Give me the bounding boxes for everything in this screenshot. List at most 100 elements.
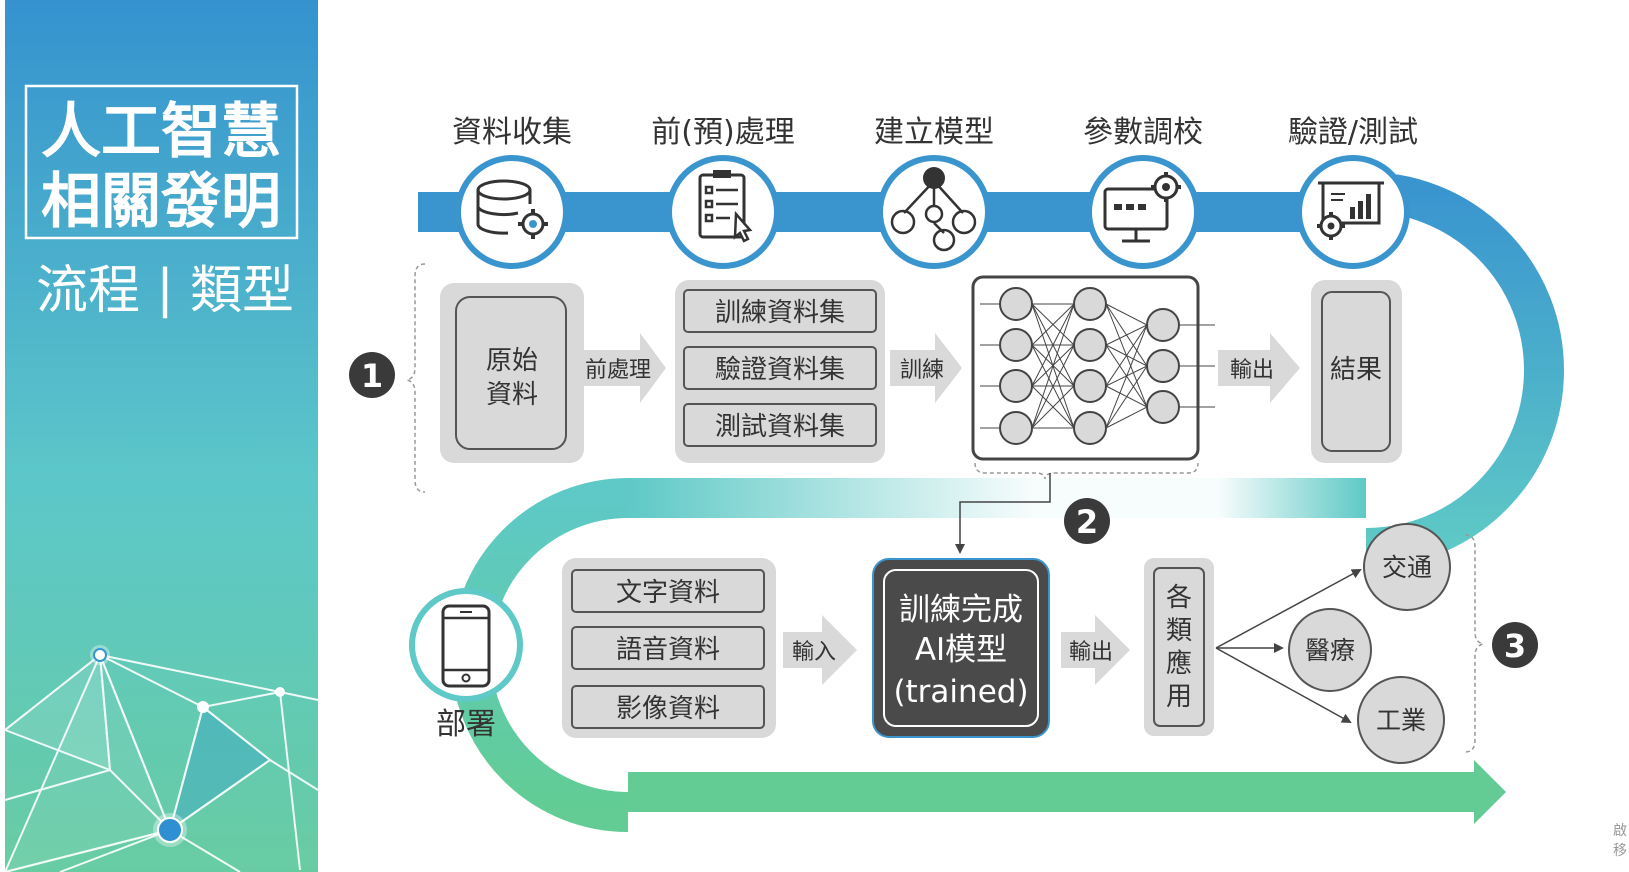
training-row: 1 原始 資料 前處理 訓練資料集 驗證資料集 測試資料集 訓練 輸出 結果 bbox=[349, 263, 1402, 493]
input-image-data-label: 影像資料 bbox=[616, 694, 720, 724]
network-node bbox=[275, 687, 285, 697]
applications-char3: 應 bbox=[1166, 649, 1192, 679]
trained-model-line2: AI模型 bbox=[915, 632, 1007, 668]
nn-edge bbox=[1105, 406, 1148, 429]
network-node bbox=[157, 817, 183, 843]
nn-node bbox=[999, 369, 1033, 403]
preprocess-arrow-label: 前處理 bbox=[585, 358, 651, 383]
app-industry-label: 工業 bbox=[1376, 706, 1426, 735]
nn-node bbox=[1073, 369, 1107, 403]
title-frame bbox=[24, 84, 299, 240]
nn-node bbox=[999, 287, 1033, 321]
train-arrow bbox=[890, 333, 962, 403]
output-arrow bbox=[1218, 333, 1300, 403]
app-medical-label: 醫療 bbox=[1305, 636, 1355, 665]
applications-char1: 各 bbox=[1166, 583, 1192, 613]
badge-1-label: 1 bbox=[361, 357, 383, 395]
badge-2 bbox=[1064, 498, 1110, 544]
return-flow-band bbox=[628, 478, 1366, 518]
input-audio-data-label: 語音資料 bbox=[616, 635, 720, 665]
badge-3 bbox=[1492, 622, 1538, 668]
input-arrow-label: 輸入 bbox=[792, 640, 836, 665]
input-arrow bbox=[783, 615, 857, 685]
step-label-build-model: 建立模型 bbox=[874, 115, 994, 150]
step-label-tuning: 參數調校 bbox=[1083, 115, 1203, 150]
input-image-data bbox=[571, 685, 765, 729]
app-industry-circle bbox=[1357, 676, 1445, 764]
step-label-data-collection: 資料收集 bbox=[452, 115, 572, 150]
corner-text-line2: 移 bbox=[1613, 843, 1627, 859]
corner-text-line1: 啟 bbox=[1613, 823, 1627, 839]
output-arrow-label: 輸出 bbox=[1230, 358, 1274, 383]
nn-node bbox=[999, 328, 1033, 362]
train-arrow-label: 訓練 bbox=[900, 358, 944, 383]
app-transport-label: 交通 bbox=[1382, 553, 1432, 582]
dataset-test-label: 測試資料集 bbox=[715, 412, 845, 442]
nn-edge bbox=[1105, 303, 1148, 326]
pipeline-steps: 資料收集 前(預)處理 建立模型 參數調校 驗證/測試 bbox=[452, 115, 1418, 269]
nn-node bbox=[1073, 328, 1107, 362]
bottom-flow-band bbox=[628, 772, 1478, 812]
dataset-validation-label: 驗證資料集 bbox=[715, 355, 845, 385]
database-gear-icon bbox=[455, 155, 569, 269]
nn-node bbox=[1146, 349, 1180, 383]
nn-edge bbox=[1031, 303, 1075, 387]
nn-edge bbox=[1031, 303, 1075, 346]
section2-brace bbox=[974, 462, 1199, 480]
badge-1 bbox=[349, 352, 395, 398]
trained-model-line3: (trained) bbox=[893, 674, 1028, 710]
end-arrow-icon bbox=[1474, 760, 1506, 824]
dataset-training-label: 訓練資料集 bbox=[715, 298, 845, 328]
dataset-test bbox=[683, 403, 877, 447]
sidebar-subtitle-types: 類型 bbox=[190, 261, 294, 321]
trained-model-line1: 訓練完成 bbox=[899, 592, 1023, 628]
preprocess-arrow bbox=[584, 333, 666, 403]
right-curve-band bbox=[1365, 172, 1564, 568]
nn-edge bbox=[1105, 324, 1148, 429]
nn-edge bbox=[1031, 303, 1075, 429]
nn-edge bbox=[1105, 324, 1148, 346]
result-box bbox=[1321, 291, 1391, 452]
input-text-data-label: 文字資料 bbox=[616, 578, 720, 608]
app-transport-circle bbox=[1363, 523, 1451, 611]
network-node bbox=[197, 701, 209, 713]
nn-edge bbox=[1031, 344, 1075, 429]
badge-3-label: 3 bbox=[1504, 627, 1526, 665]
nn-node bbox=[1073, 287, 1107, 321]
deploy-label: 部署 bbox=[436, 707, 496, 742]
nn-edge bbox=[1105, 324, 1148, 387]
node-tree-icon bbox=[877, 155, 991, 269]
dataset-training bbox=[683, 289, 877, 333]
nn-node bbox=[1073, 411, 1107, 445]
deploy-output-arrow-label: 輸出 bbox=[1069, 640, 1113, 665]
input-text-data bbox=[571, 569, 765, 613]
section1-brace bbox=[406, 263, 426, 493]
dataset-validation bbox=[683, 346, 877, 390]
sidebar-subtitle-separator: | bbox=[156, 259, 174, 319]
deploy-output-arrow bbox=[1061, 615, 1130, 685]
decorative-network-icon bbox=[2, 652, 319, 872]
nn-edge bbox=[1031, 385, 1075, 429]
sidebar-title-line1: 人工智慧 bbox=[41, 97, 281, 167]
trained-model-box bbox=[872, 558, 1050, 738]
nn-node bbox=[1146, 308, 1180, 342]
section3-brace bbox=[1464, 534, 1484, 753]
model-connector bbox=[955, 473, 1051, 554]
chart-gear-icon bbox=[1296, 155, 1410, 269]
raw-data-line2: 資料 bbox=[486, 380, 538, 410]
sidebar: 人工智慧 相關發明 流程 | 類型 bbox=[2, 0, 319, 872]
result-label: 結果 bbox=[1330, 355, 1382, 385]
checklist-cursor-icon bbox=[666, 155, 780, 269]
monitor-gear-icon bbox=[1086, 155, 1200, 269]
nn-edge bbox=[1105, 365, 1148, 429]
app-medical-circle bbox=[1288, 608, 1372, 692]
nn-node bbox=[1146, 390, 1180, 424]
sidebar-title-line2: 相關發明 bbox=[41, 167, 281, 237]
nn-node bbox=[999, 411, 1033, 445]
raw-data-line1: 原始 bbox=[486, 346, 538, 376]
applications-char2: 類 bbox=[1166, 616, 1192, 646]
application-branches bbox=[1215, 569, 1362, 723]
network-node bbox=[93, 648, 107, 662]
